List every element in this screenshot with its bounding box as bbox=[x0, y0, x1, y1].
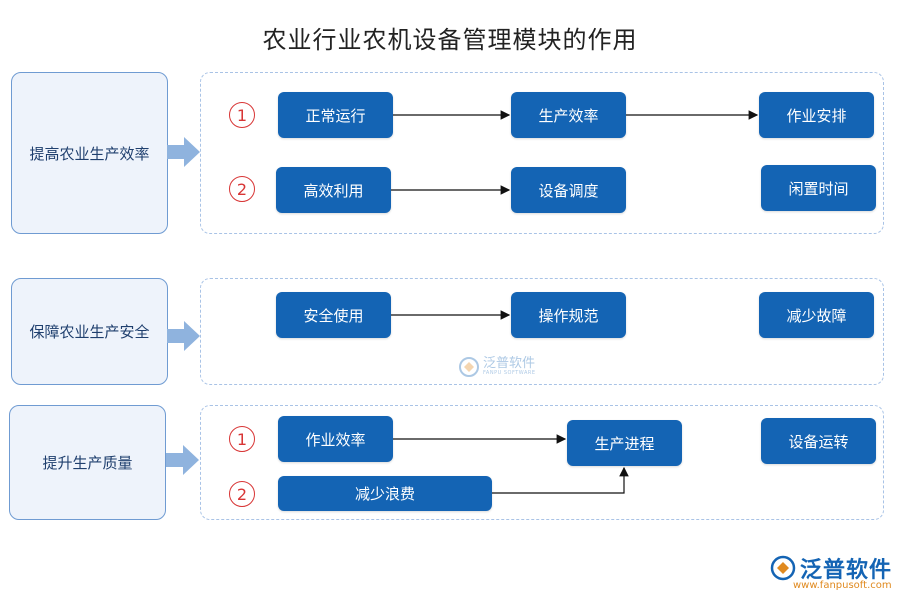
box-operating-standards: 操作规范 bbox=[511, 292, 626, 338]
block-arrow-quality bbox=[166, 445, 199, 475]
box-idle-time: 闲置时间 bbox=[761, 165, 876, 211]
box-efficient-use: 高效利用 bbox=[276, 167, 391, 213]
row-number-1: 1 bbox=[229, 102, 255, 128]
section-label-efficiency: 提高农业生产效率 bbox=[11, 72, 168, 234]
section-label-text: 提高农业生产效率 bbox=[29, 144, 150, 163]
box-reduce-failures: 减少故障 bbox=[759, 292, 874, 338]
watermark-logo: 泛普软件 FANPU SOFTWARE bbox=[458, 356, 536, 378]
block-arrow-safety bbox=[167, 321, 200, 351]
watermark-subtext: FANPU SOFTWARE bbox=[483, 370, 536, 376]
section-label-text: 保障农业生产安全 bbox=[29, 323, 150, 341]
fanpu-logo-icon bbox=[770, 555, 796, 581]
box-production-progress: 生产进程 bbox=[567, 420, 682, 466]
watermark-text: 泛普软件 bbox=[483, 356, 536, 371]
section-label-safety: 保障农业生产安全 bbox=[11, 278, 168, 385]
block-arrow-efficiency bbox=[167, 137, 200, 167]
brand-logo: 泛普软件 bbox=[770, 552, 892, 584]
brand-url: www.fanpusoft.com bbox=[793, 580, 892, 591]
section-label-quality: 提升生产质量 bbox=[9, 405, 166, 520]
section-panel-efficiency bbox=[200, 72, 884, 234]
row-number-2: 2 bbox=[229, 176, 255, 202]
row-number-1: 1 bbox=[229, 426, 255, 452]
section-panel-quality bbox=[200, 405, 884, 520]
row-number-2: 2 bbox=[229, 481, 255, 507]
diagram-title: 农业行业农机设备管理模块的作用 bbox=[262, 26, 638, 54]
box-equipment-running: 设备运转 bbox=[761, 418, 876, 464]
brand-name: 泛普软件 bbox=[800, 558, 893, 583]
section-label-text: 提升生产质量 bbox=[42, 454, 133, 472]
box-production-efficiency: 生产效率 bbox=[511, 92, 626, 138]
box-equipment-dispatch: 设备调度 bbox=[511, 167, 626, 213]
box-normal-operation: 正常运行 bbox=[278, 92, 393, 138]
box-safe-use: 安全使用 bbox=[276, 292, 391, 338]
box-job-scheduling: 作业安排 bbox=[759, 92, 874, 138]
box-work-efficiency: 作业效率 bbox=[278, 416, 393, 462]
fanpu-logo-icon bbox=[459, 357, 479, 377]
section-panel-safety bbox=[200, 278, 884, 385]
box-reduce-waste: 减少浪费 bbox=[278, 476, 492, 511]
